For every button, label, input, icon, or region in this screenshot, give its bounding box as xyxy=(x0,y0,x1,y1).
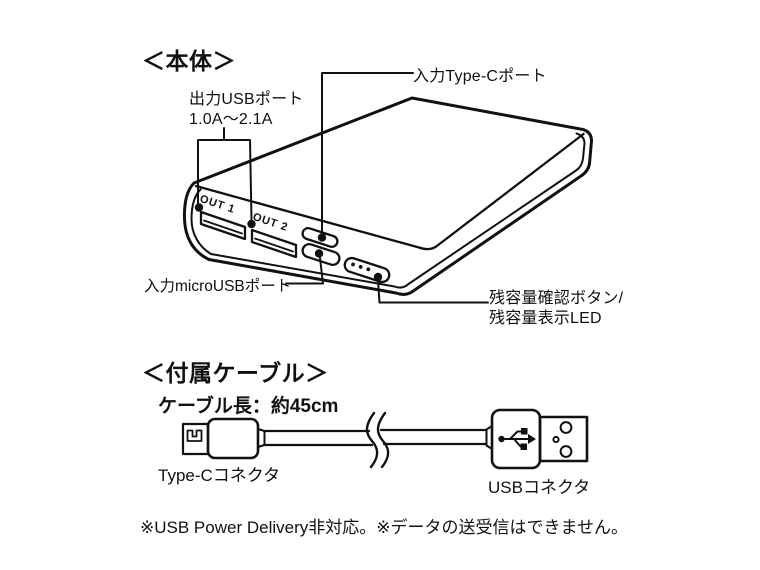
plug-hole xyxy=(559,421,573,434)
typec-connector-label: Type-Cコネクタ xyxy=(158,466,281,485)
input-typec-label: 入力Type-Cポート xyxy=(413,68,547,85)
capacity-button xyxy=(343,256,391,284)
capacity-label-line1: 残容量確認ボタン/ xyxy=(489,290,624,307)
cable-illustration xyxy=(181,408,589,470)
output-usb-label-line1: 出力USBポート xyxy=(189,91,304,108)
usb-trident-icon xyxy=(498,428,536,450)
plug-hole-small xyxy=(552,435,560,444)
device-outline xyxy=(182,96,593,296)
cable-break-icon xyxy=(365,411,390,469)
plug-hole xyxy=(559,445,573,458)
led-dot xyxy=(358,264,363,269)
device-top-edge xyxy=(194,132,585,251)
input-microusb-label: 入力microUSBポート xyxy=(144,278,292,295)
usb-connector-label: USBコネクタ xyxy=(488,478,591,497)
cable-section-title: ＜付属ケーブル＞ xyxy=(142,360,329,386)
led-dot xyxy=(366,267,371,272)
led-dot xyxy=(351,262,355,267)
cable-line xyxy=(263,411,488,469)
footer-note: ※USB Power Delivery非対応。※データの送受信はできません。 xyxy=(140,518,628,537)
capacity-label-line2: 残容量表示LED xyxy=(489,310,602,327)
cable-length-text: ケーブル長：約45cm xyxy=(158,396,339,417)
output-usb-label-line2: 1.0A～2.1A xyxy=(189,111,273,128)
microusb-port xyxy=(301,242,341,267)
typec-connector xyxy=(181,417,266,460)
device-rim-line xyxy=(190,132,586,289)
usb-connector xyxy=(485,408,589,470)
body-section-title: ＜本体＞ xyxy=(142,48,236,74)
leader-lines xyxy=(194,72,489,304)
powerbank-illustration xyxy=(182,72,593,304)
typec-pins-icon xyxy=(186,429,203,442)
usb-out1-port xyxy=(199,210,247,241)
usb-out2-port xyxy=(250,228,298,259)
